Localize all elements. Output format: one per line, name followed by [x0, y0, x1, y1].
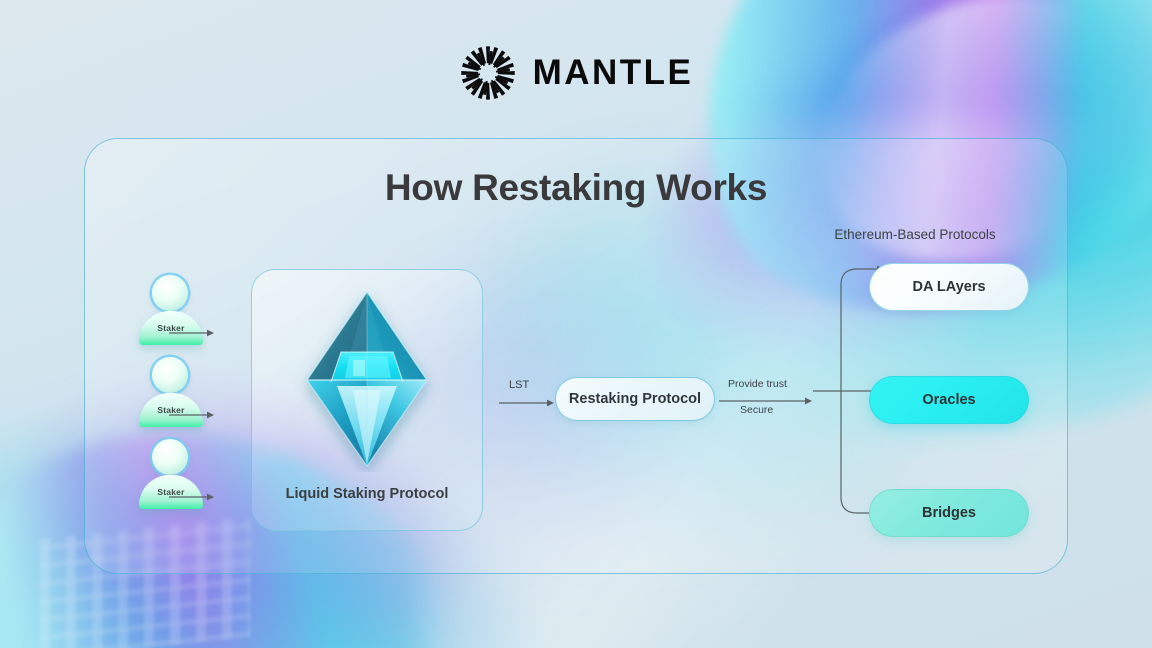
liquid-staking-protocol-label: Liquid Staking Protocol: [285, 486, 449, 502]
brand-name: MANTLE: [532, 53, 694, 92]
main-diagram-card: How Restaking Works Staker Staker Staker: [84, 138, 1068, 574]
arrow-lsp-to-restaking-icon: [499, 399, 554, 407]
staker-head-icon: [152, 357, 188, 393]
protocol-label: Oracles: [922, 392, 976, 408]
staker-item: Staker: [135, 439, 209, 515]
staker-item: Staker: [135, 357, 209, 433]
restaking-protocol-pill[interactable]: Restaking Protocol: [555, 377, 715, 421]
arrow-staker-to-lsp-icon: [169, 493, 214, 501]
staker-head-icon: [152, 275, 188, 311]
mantle-sunburst-icon: [460, 46, 515, 100]
protocol-pill-da-layers[interactable]: DA LAyers: [869, 263, 1029, 311]
arrow-staker-to-lsp-icon: [169, 329, 214, 337]
liquid-staking-protocol-card: Liquid Staking Protocol: [251, 269, 483, 531]
protocol-pill-bridges[interactable]: Bridges: [869, 489, 1029, 537]
protocol-pill-oracles[interactable]: Oracles: [869, 376, 1029, 424]
lst-label: LST: [509, 379, 530, 391]
staker-head-icon: [152, 439, 188, 475]
arrow-staker-to-lsp-icon: [169, 411, 214, 419]
restaking-protocol-label: Restaking Protocol: [568, 391, 702, 407]
staker-item: Staker: [135, 275, 209, 351]
ethereum-crystal-icon: [252, 284, 482, 474]
page-title: How Restaking Works: [384, 167, 768, 208]
protocol-label: DA LAyers: [912, 279, 986, 295]
protocols-group-title: Ethereum-Based Protocols: [834, 227, 996, 242]
arrow-restaking-to-branch-icon: [719, 397, 812, 405]
brand-lockup: MANTLE: [0, 44, 1152, 102]
provide-trust-label: Provide trust: [728, 378, 787, 390]
protocol-label: Bridges: [922, 505, 976, 521]
stakers-group: Staker Staker Staker: [135, 275, 245, 521]
crystal-svg: [306, 290, 428, 467]
